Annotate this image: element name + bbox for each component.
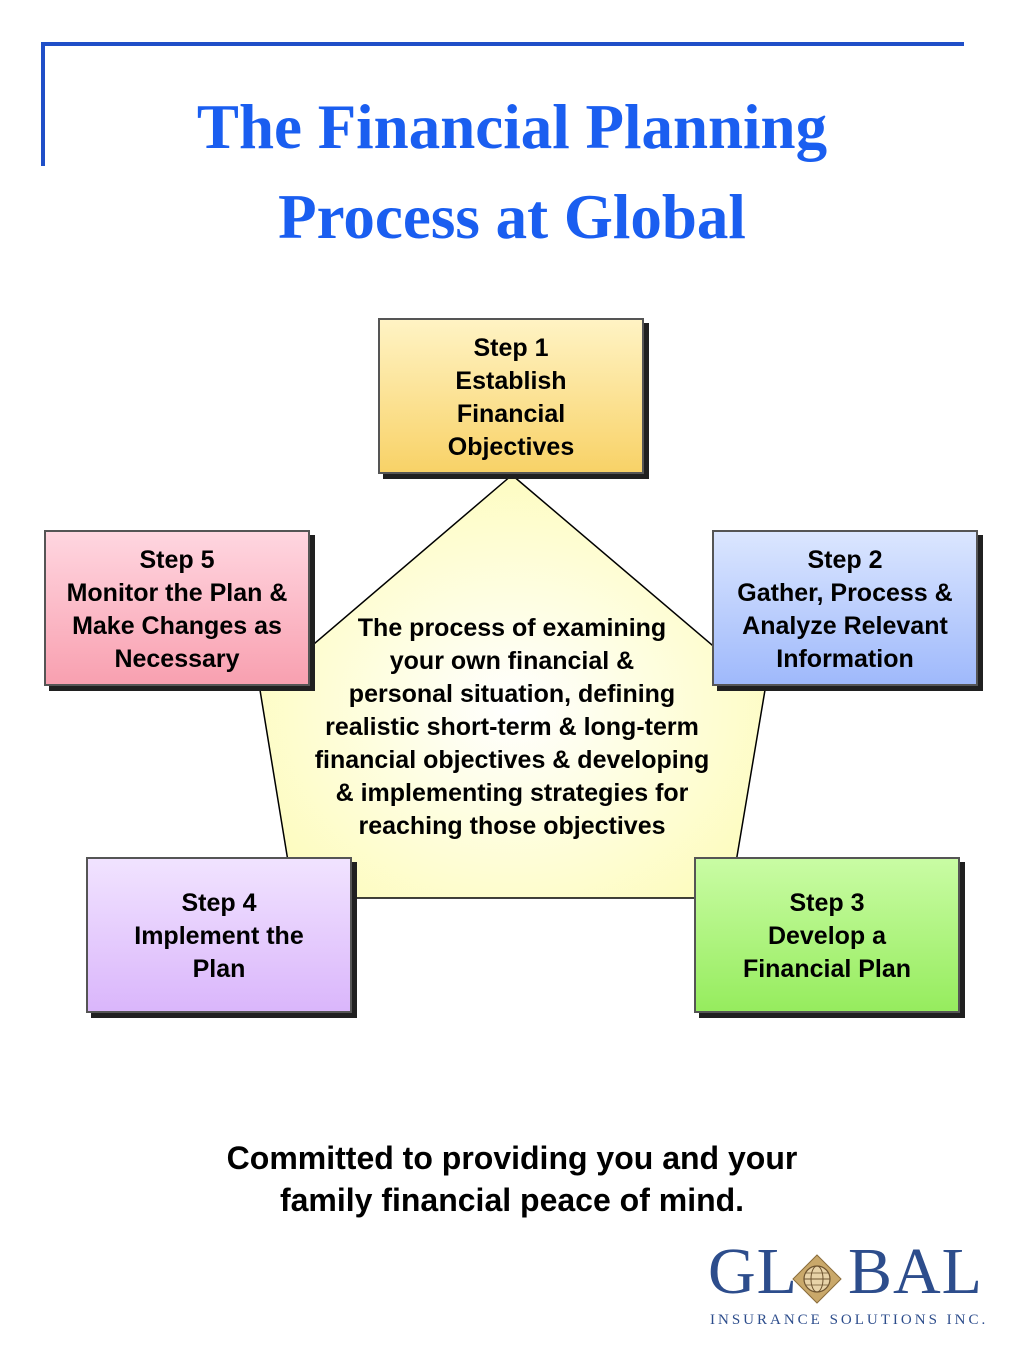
page-title-line-2: Process at Global	[278, 182, 746, 252]
step-3-box: Step 3 Develop a Financial Plan	[694, 857, 960, 1013]
tagline-line-2: family financial peace of mind.	[279, 1182, 745, 1218]
step-5-box: Step 5 Monitor the Plan & Make Changes a…	[44, 530, 310, 686]
tagline-line-1: Committed to providing you and your	[226, 1140, 798, 1176]
global-logo: GL BAL INSURANCE SOLUTIONS INC.	[700, 1236, 1000, 1336]
step-1-text: Establish	[455, 367, 567, 395]
step-1-box: Step 1 Establish Financial Objectives	[378, 318, 644, 474]
step-1-text: Objectives	[447, 433, 575, 461]
step-1-label: Step 1	[473, 334, 549, 362]
step-4-box: Step 4 Implement the Plan	[86, 857, 352, 1013]
step-2-text: Gather, Process &	[737, 579, 953, 607]
step-2-label: Step 2	[807, 546, 883, 574]
process-description: The process of examining your own financ…	[266, 612, 758, 843]
step-4-label: Step 4	[181, 889, 257, 917]
process-description-line: financial objectives & developing	[314, 746, 710, 774]
step-2-text: Analyze Relevant	[742, 612, 948, 640]
logo-word-right: BAL	[847, 1235, 983, 1308]
step-2-text: Information	[776, 645, 914, 673]
step-3-text: Financial Plan	[742, 955, 912, 983]
process-description-line: & implementing strategies for	[335, 779, 689, 807]
process-description-line: personal situation, defining	[348, 680, 676, 708]
step-3-text: Develop a	[767, 922, 887, 950]
process-description-line: realistic short-term & long-term	[325, 713, 699, 741]
step-5-text: Make Changes as	[72, 612, 282, 640]
globe-diamond-icon	[792, 1254, 842, 1304]
page-title-line-1: The Financial Planning	[196, 92, 828, 162]
step-5-text: Necessary	[114, 645, 240, 673]
step-4-text: Plan	[192, 955, 246, 983]
step-4-text: Implement the	[134, 922, 304, 950]
frame-top-rule	[41, 42, 964, 46]
logo-wordmark: GL BAL	[708, 1236, 983, 1308]
step-5-text: Monitor the Plan &	[66, 579, 288, 607]
process-description-line: reaching those objectives	[358, 812, 666, 840]
tagline: Committed to providing you and your fami…	[150, 1137, 874, 1221]
logo-word-left: GL	[708, 1235, 798, 1308]
frame-left-rule	[41, 42, 45, 166]
process-description-line: The process of examining	[357, 614, 667, 642]
page-title: The Financial Planning Process at Global	[60, 82, 964, 262]
logo-subtitle: INSURANCE SOLUTIONS INC.	[710, 1312, 989, 1328]
step-2-box: Step 2 Gather, Process & Analyze Relevan…	[712, 530, 978, 686]
step-3-label: Step 3	[789, 889, 865, 917]
process-description-line: your own financial &	[389, 647, 635, 675]
step-1-text: Financial	[456, 400, 566, 428]
step-5-label: Step 5	[139, 546, 215, 574]
